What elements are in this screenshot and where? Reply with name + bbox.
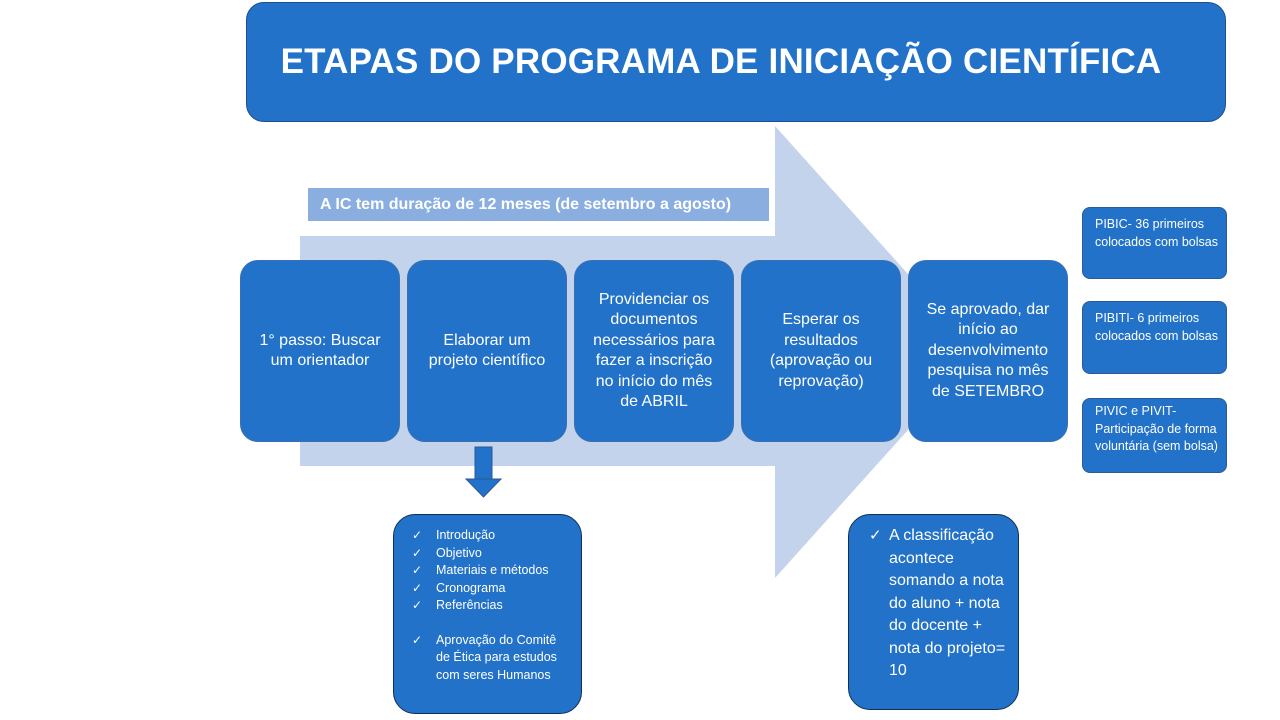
ethics-item-label: Aprovação do Comitê de Ética para estudo… xyxy=(436,632,557,682)
project-item: ✓ Cronograma xyxy=(412,580,573,598)
project-item: ✓ Objetivo xyxy=(412,545,573,563)
step-1-box: 1° passo: Buscar um orientador xyxy=(240,260,400,442)
check-icon: ✓ xyxy=(412,632,423,647)
page-title: ETAPAS DO PROGRAMA DE INICIAÇÃO CIENTÍFI… xyxy=(280,42,1162,81)
step-1-text: 1° passo: Buscar um orientador xyxy=(259,331,381,370)
check-icon: ✓ xyxy=(412,528,423,542)
classification-text: A classificação acontece somando a nota … xyxy=(889,527,1006,679)
classification-box: ✓ A classificação acontece somando a not… xyxy=(848,514,1019,710)
program-pivic-box: PIVIC e PIVIT- Participação de forma vol… xyxy=(1082,398,1227,473)
project-item: ✓ Referências xyxy=(412,597,573,615)
program-pibiti-box: PIBITI- 6 primeiros colocados com bolsas xyxy=(1082,301,1227,374)
classification-item: ✓ A classificação acontece somando a not… xyxy=(869,525,1010,683)
project-item-label: Referências xyxy=(436,598,503,612)
step-4-box: Esperar os resultados (aprovação ou repr… xyxy=(741,260,901,442)
program-pibic-text: PIBIC- 36 primeiros colocados com bolsas xyxy=(1095,217,1218,249)
program-pibiti-text: PIBITI- 6 primeiros colocados com bolsas xyxy=(1095,311,1218,343)
step-3-box: Providenciar os documentos necessários p… xyxy=(574,260,734,442)
project-item-label: Materiais e métodos xyxy=(436,563,549,577)
check-icon: ✓ xyxy=(412,545,423,560)
step-5-text: Se aprovado, dar início ao desenvolvimen… xyxy=(926,300,1050,400)
project-contents-box: ✓ Introdução ✓ Objetivo ✓ Materiais e mé… xyxy=(393,514,582,714)
step-2-box: Elaborar um projeto científico xyxy=(407,260,567,442)
project-item-label: Cronograma xyxy=(436,580,506,595)
project-item-label: Introdução xyxy=(436,528,496,542)
check-icon: ✓ xyxy=(412,598,423,612)
check-icon: ✓ xyxy=(412,580,423,595)
check-icon: ✓ xyxy=(412,563,423,577)
check-icon: ✓ xyxy=(869,527,882,544)
project-item: ✓ Introdução xyxy=(412,527,573,545)
down-arrow-icon xyxy=(464,446,503,498)
title-banner: ETAPAS DO PROGRAMA DE INICIAÇÃO CIENTÍFI… xyxy=(246,2,1226,122)
step-2-text: Elaborar um projeto científico xyxy=(428,331,546,370)
duration-note: A IC tem duração de 12 meses (de setembr… xyxy=(320,195,732,213)
project-item-label: Objetivo xyxy=(436,545,482,560)
program-pibic-box: PIBIC- 36 primeiros colocados com bolsas xyxy=(1082,207,1227,279)
step-5-box: Se aprovado, dar início ao desenvolvimen… xyxy=(908,260,1068,442)
program-pivic-text: PIVIC e PIVIT- Participação de forma vol… xyxy=(1095,404,1218,453)
ethics-item: ✓ Aprovação do Comitê de Ética para estu… xyxy=(412,632,573,685)
duration-bar: A IC tem duração de 12 meses (de setembr… xyxy=(308,188,769,221)
step-3-text: Providenciar os documentos necessários p… xyxy=(593,290,715,411)
project-item: ✓ Materiais e métodos xyxy=(412,562,573,580)
step-4-text: Esperar os resultados (aprovação ou repr… xyxy=(769,311,873,390)
